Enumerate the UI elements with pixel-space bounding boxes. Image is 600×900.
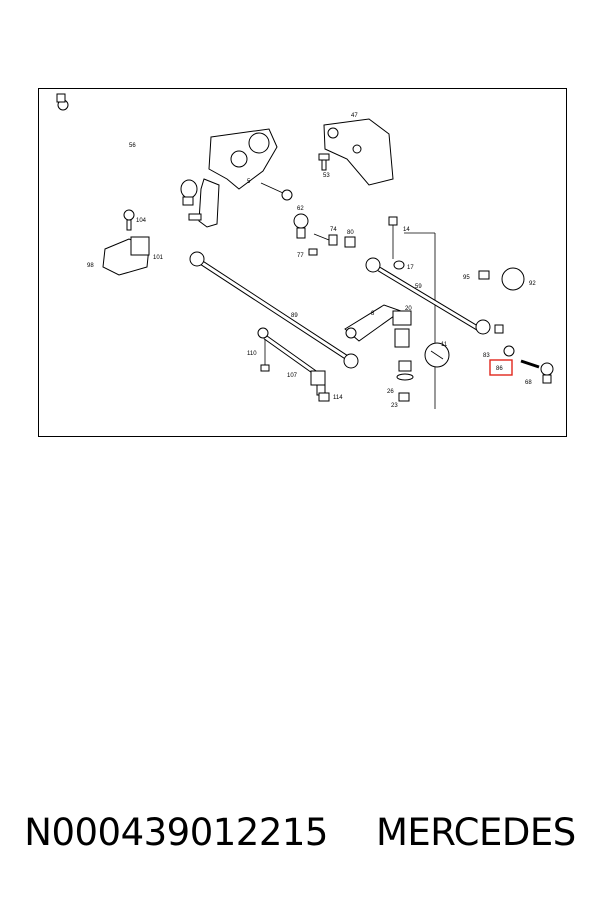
nut-17: [393, 260, 405, 270]
drag-link-89: [189, 251, 359, 369]
label-110: 110: [247, 351, 257, 357]
label-68: 68: [525, 380, 532, 386]
parts-diagram-frame: 56 47 53 5 104 98 101 62 74 80 77 14 17 …: [38, 88, 567, 437]
label-20: 20: [405, 306, 412, 312]
label-5: 5: [247, 179, 251, 185]
nut-83: [494, 324, 504, 334]
label-92: 92: [529, 281, 536, 287]
label-104: 104: [136, 218, 147, 224]
bolt-5: [260, 182, 293, 201]
bolt-110: [260, 339, 270, 372]
label-17: 17: [407, 265, 414, 271]
label-89: 89: [291, 313, 298, 319]
bracket-98-101: [102, 236, 150, 276]
label-83: 83: [483, 353, 490, 359]
label-107: 107: [287, 373, 298, 379]
label-26: 26: [387, 389, 394, 395]
label-77: 77: [297, 253, 304, 259]
label-74: 74: [330, 227, 337, 233]
washer-86: [503, 345, 515, 357]
bolt-104: [123, 209, 135, 231]
tie-rod-end-68: [520, 359, 554, 384]
label-98: 98: [87, 263, 94, 269]
brand-name: MERCEDES: [375, 810, 576, 854]
label-23: 23: [391, 403, 398, 409]
label-56: 56: [129, 143, 136, 149]
tie-rod-56: [56, 93, 198, 206]
nut-77: [308, 248, 318, 256]
nut-95: [478, 270, 490, 280]
bolt-53: [318, 153, 330, 171]
label-8: 8: [371, 311, 375, 317]
label-114: 114: [333, 395, 343, 401]
bush-20: [392, 310, 412, 348]
label-59: 59: [415, 284, 422, 290]
label-11: 11: [441, 342, 448, 348]
damper-107: [257, 327, 326, 396]
bolt-14: [388, 216, 436, 409]
label-53: 53: [323, 173, 330, 179]
steering-linkage-diagram: 56 47 53 5 104 98 101 62 74 80 77 14 17 …: [56, 93, 554, 409]
label-95: 95: [463, 275, 470, 281]
label-62: 62: [297, 206, 304, 212]
label-101: 101: [153, 255, 164, 261]
label-47: 47: [351, 113, 358, 119]
bush-80: [344, 236, 356, 248]
label-14: 14: [403, 227, 410, 233]
highlight-box-86: [489, 359, 513, 376]
bracket-47: [323, 118, 394, 186]
part-number: N000439012215: [24, 810, 328, 854]
label-86: 86: [496, 366, 503, 372]
nut-114: [318, 392, 330, 402]
bolt-74: [313, 233, 338, 246]
relay-rod-59: [365, 257, 491, 335]
steering-box: [188, 128, 278, 228]
joint-62: [293, 213, 309, 239]
bracket-11: [424, 342, 450, 368]
product-caption: N000439012215 MERCEDES: [0, 806, 600, 858]
label-80: 80: [347, 230, 354, 236]
washer-26-23: [396, 360, 414, 402]
bracket-92: [501, 267, 525, 291]
